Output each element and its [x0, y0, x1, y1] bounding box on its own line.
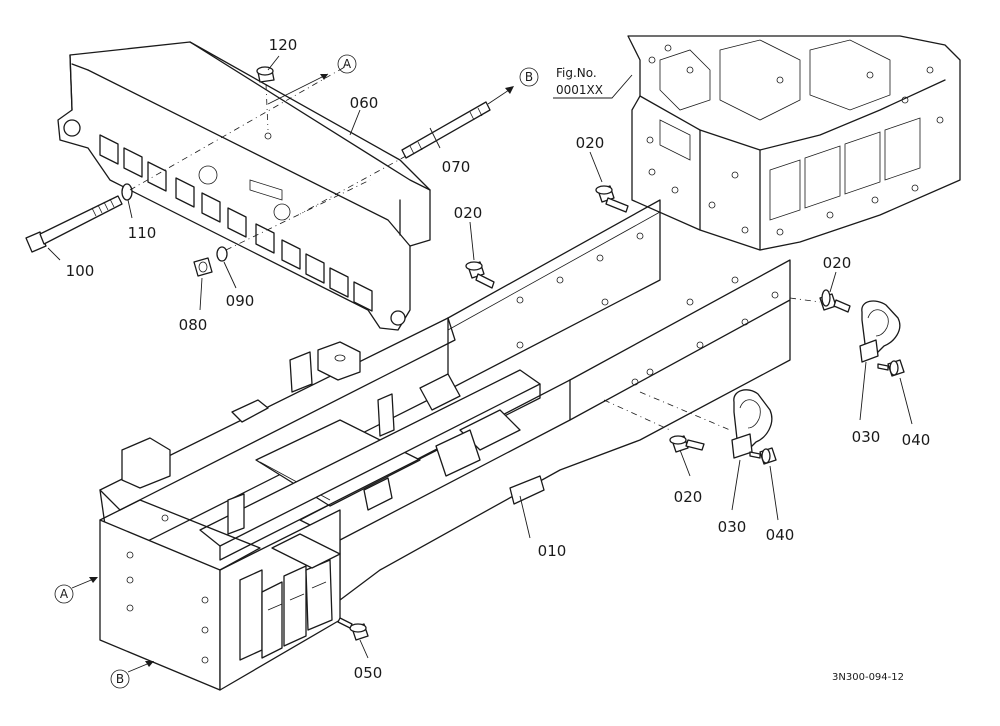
clamp-030-right: [859, 300, 901, 363]
bolt-040-right: [877, 359, 905, 377]
callout-110: 110: [128, 224, 157, 242]
arrow-b-top: B: [487, 67, 539, 105]
leader-lines: [47, 55, 913, 659]
callout-060: 060: [350, 94, 379, 112]
arrow-b-front: B: [110, 661, 154, 689]
engine-block: [627, 35, 961, 251]
callout-050: 050: [354, 664, 383, 682]
callout-040-right: 040: [902, 431, 931, 449]
arrow-a-top: A: [267, 54, 357, 105]
callout-030-right: 030: [852, 428, 881, 446]
callout-020-top: 020: [576, 134, 605, 152]
callout-040-left: 040: [766, 526, 795, 544]
long-bolt-100: [25, 63, 351, 253]
callout-090: 090: [226, 292, 255, 310]
nut-080: [193, 179, 371, 277]
marker-a-top: A: [343, 57, 352, 71]
marker-b-front: B: [116, 672, 124, 686]
callout-100: 100: [66, 262, 95, 280]
stud-bolt-070: [299, 101, 491, 215]
callout-010: 010: [538, 542, 567, 560]
callout-020-lower: 020: [674, 488, 703, 506]
flange-bolt-020-lower: [603, 399, 705, 453]
cap-screw-120: [256, 66, 275, 131]
callout-020-right: 020: [823, 254, 852, 272]
callout-020-mid: 020: [454, 204, 483, 222]
flange-bolt-020-mid: [465, 261, 495, 289]
callout-030-left: 030: [718, 518, 747, 536]
marker-b-top: B: [525, 70, 533, 84]
callout-120: 120: [269, 36, 298, 54]
lock-washer-110: [121, 183, 133, 201]
callouts: 120 060 070 110 100 080 090 020 020 020 …: [66, 36, 931, 682]
flange-bolt-020-top: [595, 185, 629, 213]
oil-pan-bracket: [57, 41, 431, 331]
flange-bolt-020-right: [789, 289, 851, 313]
bolt-050: [337, 617, 369, 641]
clamp-030-left: [731, 389, 773, 459]
callout-080: 080: [179, 316, 208, 334]
fig-no-label: Fig.No.: [556, 66, 597, 80]
figure-reference: Fig.No. 0001XX: [553, 66, 633, 99]
lock-washer-090: [216, 246, 228, 262]
bolt-040-left: [749, 447, 777, 465]
front-frame-010: [99, 199, 791, 691]
callout-070: 070: [442, 158, 471, 176]
arrow-a-front: A: [54, 577, 98, 604]
fig-no-number: 0001XX: [556, 83, 603, 97]
marker-a-front: A: [60, 587, 69, 601]
drawing-code: 3N300-094-12: [832, 672, 904, 683]
